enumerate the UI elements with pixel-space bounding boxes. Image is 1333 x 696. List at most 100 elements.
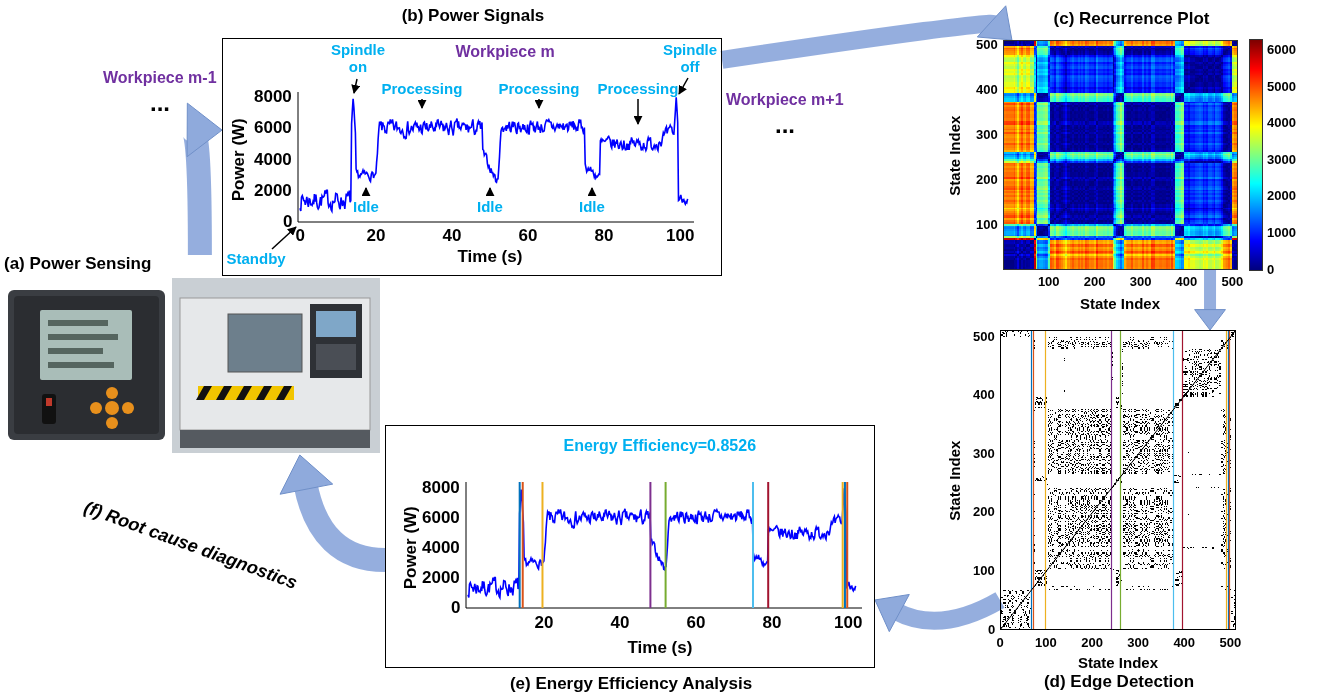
state-annotation: Idle [353,198,379,215]
annotation-arrow [354,79,357,93]
flow-arrow-body [722,24,995,60]
axis-text: 80 [595,226,614,246]
axis-text: 4000 [254,150,292,170]
state-annotation: Processing [499,80,580,97]
meter-button [122,402,134,414]
lathe-machine [172,278,380,453]
tick-label: 300 [973,447,995,462]
arrow-head [280,455,333,494]
flow-arrow-body [305,484,385,560]
state-annotation: Idle [477,198,503,215]
state-annotation: Processing [598,80,679,97]
state-annotation: Spindle off [661,41,719,76]
panel-frame: (b) Power Signals [222,38,722,276]
state-annotation: Processing [382,80,463,97]
segment-boundary [752,482,754,608]
meter-button [90,402,102,414]
axis-text: 0 [283,212,292,232]
segment-boundary [649,482,651,608]
annotation-arrow [272,227,296,249]
lcd-row [48,334,118,340]
meter-button [106,417,118,429]
lcd-row [48,320,108,326]
tick-label: 0 [1267,263,1274,278]
efficiency-value: Energy Efficiency=0.8526 [564,437,757,455]
state-annotation: Standby [227,250,286,267]
tick-label: 200 [973,505,995,520]
axis-text: 40 [443,226,462,246]
tick-label: 100 [1035,636,1057,651]
axes [298,92,862,608]
axis-line [298,222,694,223]
axis-title: State Index [1080,295,1160,312]
annotation-arrow [637,99,639,124]
panel-title: (a) Power Sensing [4,255,151,273]
tick-label: 300 [1130,275,1152,290]
tick-label: 400 [976,83,998,98]
panel-frame: (d) Edge Detection [1000,330,1236,630]
tick-label: 200 [1081,636,1103,651]
meter-face [14,296,159,434]
tick-label: 500 [976,38,998,53]
tick-label: 300 [976,128,998,143]
annotation-arrow [489,188,491,196]
machine-window [228,314,302,372]
tick-label: 500 [1219,636,1241,651]
panel-title: (e) Energy Efficiency Analysis [510,675,752,693]
segment-boundary [665,482,667,608]
workpiece-label: Workpiece m [456,43,555,61]
axis-text: 80 [763,613,782,633]
meter-button [106,387,118,399]
factory-background [172,278,380,453]
segment-boundary [846,482,848,608]
segment-boundary [522,482,524,608]
axis-text: 8000 [254,87,292,107]
annotation-arrow [591,188,593,196]
machine-cabinet [180,298,370,430]
axis-text: 0 [451,598,460,618]
panel-title: (d) Edge Detection [1044,673,1194,691]
flow-arrow [280,455,385,560]
axis-text: 40 [611,613,630,633]
panel-title: (c) Recurrence Plot [1054,10,1210,28]
tick-label: 300 [1127,636,1149,651]
annotation-arrow [365,188,367,196]
axis-text: Power (W) [400,506,420,589]
axis-title: State Index [1078,654,1158,671]
annotation-arrow [538,99,540,108]
segment-boundary [842,482,844,608]
control-panel [310,304,362,378]
workpiece-label: Workpiece m-1 [103,69,217,87]
tick-label: 500 [1221,275,1243,290]
state-annotation: Idle [579,198,605,215]
tick-label: 1000 [1267,226,1296,241]
workpiece-label: Workpiece m+1 [726,91,844,109]
segment-boundary [767,482,769,608]
meter-knob-mark [46,398,52,406]
axis-title: State Index [946,440,963,520]
flow-arrow [875,594,1000,631]
axis-text: 2000 [422,568,460,588]
axis-line [466,482,467,608]
control-keys [316,344,356,370]
tick-label: 100 [973,564,995,579]
axis-text: 4000 [422,538,460,558]
axis-title: State Index [946,115,963,195]
axis-line [466,608,862,609]
state-annotation: Spindle on [329,41,387,76]
axis-text: 20 [367,226,386,246]
arrow-head [977,6,1012,40]
lcd-row [48,348,103,354]
lcd-row [48,362,114,368]
axis-text: 2000 [254,181,292,201]
meter-knob [42,394,56,424]
hazard-marks [196,386,292,400]
colorbar [1250,40,1262,270]
axis-text: 100 [666,226,694,246]
ellipsis: ... [150,89,170,117]
axis-text: 100 [834,613,862,633]
meter-case [8,290,165,440]
axis-text: Time (s) [458,247,523,267]
power-signal-segmented [468,488,856,597]
